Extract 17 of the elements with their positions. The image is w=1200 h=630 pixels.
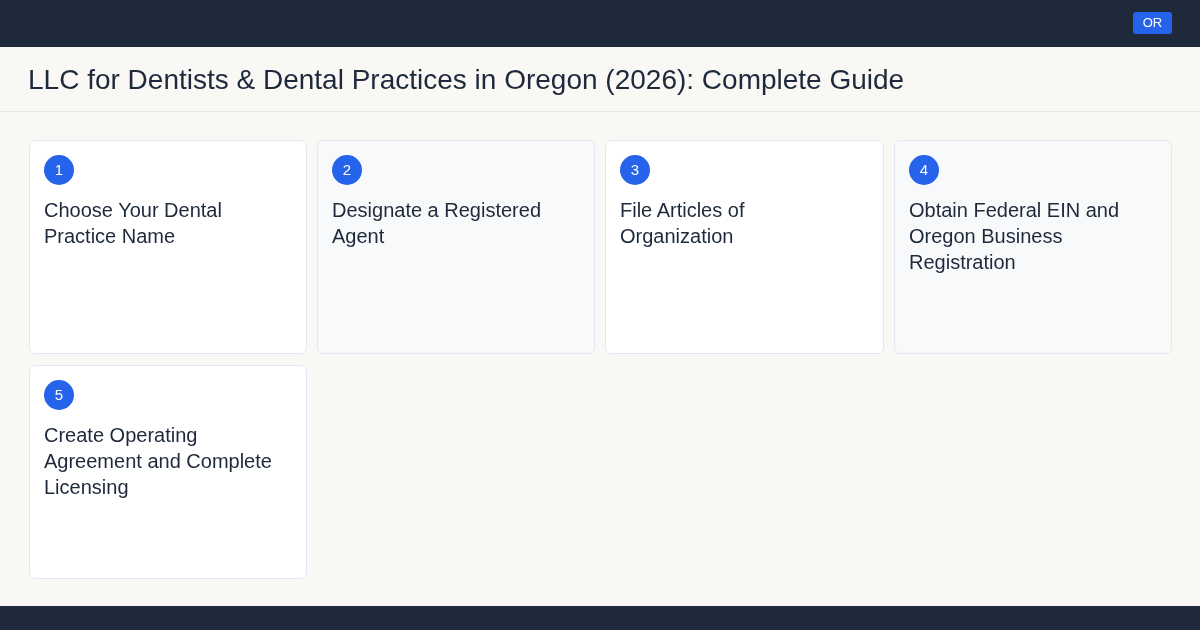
step-card	[894, 140, 1172, 354]
step-number: 3	[620, 155, 650, 185]
step-title: Designate a Registered Agent	[332, 198, 542, 249]
step-number: 4	[909, 155, 939, 185]
step-card	[605, 140, 884, 354]
state-tag: OR	[1133, 12, 1172, 34]
step-number: 1	[44, 155, 74, 185]
step-title: Obtain Federal EIN and Oregon Business Registration	[909, 198, 1121, 275]
step-title: Choose Your Dental Practice Name	[44, 198, 223, 249]
step-title: File Articles of Organization	[620, 198, 746, 249]
step-number: 2	[332, 155, 362, 185]
page-title: LLC for Dentists & Dental Practices in Oregon (2026): Complete Guide	[28, 63, 905, 97]
step-title: Create Operating Agreement and Complete Licensing	[44, 423, 273, 500]
step-card	[29, 365, 307, 579]
step-card	[29, 140, 307, 354]
step-card	[317, 140, 595, 354]
step-number: 5	[44, 380, 74, 410]
